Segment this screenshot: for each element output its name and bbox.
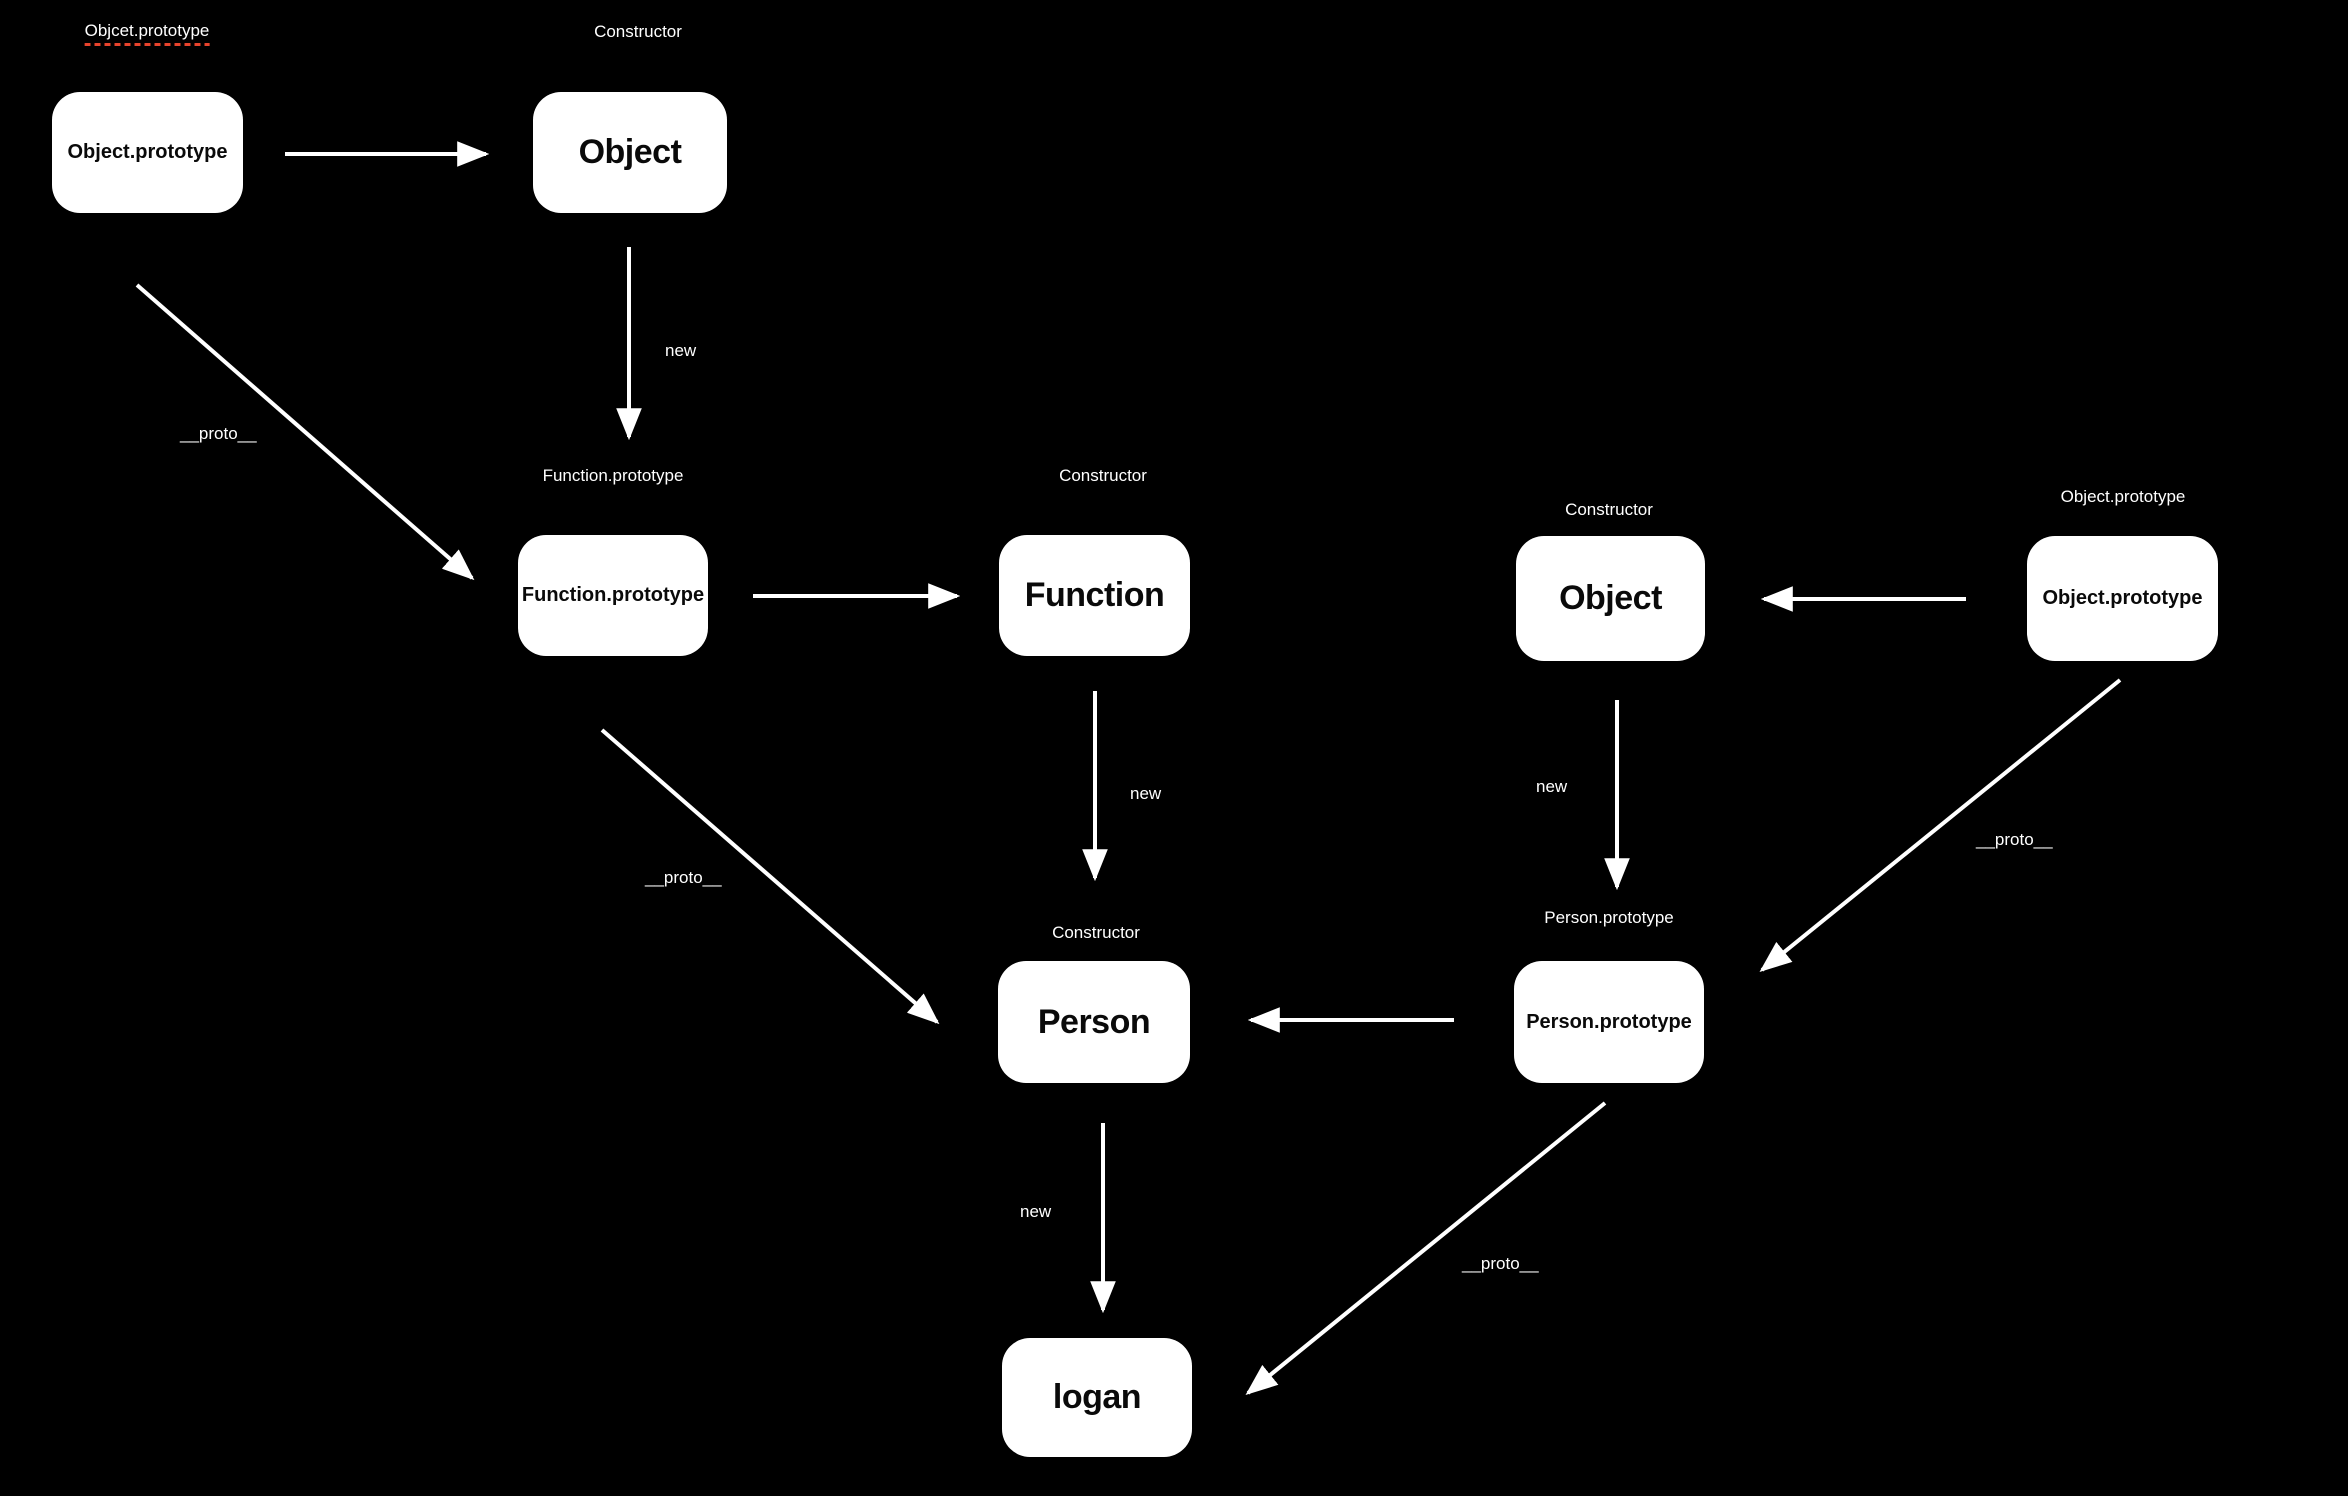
edge-object-new-functionprototype-label[interactable]: new [665, 341, 697, 360]
node-title: Object [1559, 579, 1662, 617]
caption-person-prototype[interactable]: Person.prototype [1544, 908, 1674, 927]
node-title: Function [1024, 576, 1165, 614]
caption-person-constructor[interactable]: Constructor [1052, 923, 1140, 942]
edge-objectprototype-proto-functionprototype[interactable] [135, 283, 475, 581]
node-object-constructor-right[interactable]: Object [1516, 536, 1705, 661]
node-title: Person.prototype [1526, 1010, 1692, 1033]
edge-function-new-person-label[interactable]: new [1130, 784, 1162, 803]
node-title: Object.prototype [67, 141, 228, 163]
node-object-constructor-top[interactable]: Object [533, 92, 727, 213]
caption-object-prototype-top-left[interactable]: Objcet.prototype [84, 21, 210, 46]
edge-person-new-logan-label[interactable]: new [1020, 1202, 1052, 1221]
node-title: Function.prototype [521, 584, 705, 606]
caption-object-constructor-top[interactable]: Constructor [594, 22, 682, 41]
node-object-prototype-top-left[interactable]: Object.prototype [52, 92, 243, 213]
edge-object-new-personprototype-label[interactable]: new [1536, 777, 1568, 796]
node-title: Object.prototype [2042, 587, 2203, 609]
node-title: Person [1037, 1002, 1151, 1041]
caption-object-prototype-far-right[interactable]: Object.prototype [2060, 487, 2186, 506]
node-person-constructor[interactable]: Person [998, 961, 1190, 1083]
edge-personprototype-proto-logan[interactable] [1245, 1101, 1607, 1396]
caption-object-constructor-right[interactable]: Constructor [1565, 500, 1653, 519]
node-function-prototype[interactable]: Function.prototype [518, 535, 708, 656]
edge-functionprototype-proto-person[interactable] [600, 728, 940, 1025]
node-title: Object [578, 133, 682, 171]
node-function-constructor[interactable]: Function [999, 535, 1190, 656]
node-logan-instance[interactable]: logan [1002, 1338, 1192, 1457]
caption-function-prototype[interactable]: Function.prototype [542, 466, 684, 485]
edge-objectprototype-proto-personprototype[interactable] [1759, 678, 2122, 973]
edge-objectprototype-proto-personprototype-label[interactable]: __proto__ [1976, 830, 2053, 849]
edge-objectprototype-proto-functionprototype-label[interactable]: __proto__ [180, 424, 257, 443]
caption-function-constructor[interactable]: Constructor [1059, 466, 1147, 485]
edge-personprototype-proto-logan-label[interactable]: __proto__ [1462, 1254, 1539, 1273]
node-title: logan [1052, 1378, 1142, 1416]
node-person-prototype[interactable]: Person.prototype [1514, 961, 1704, 1083]
edge-functionprototype-proto-person-label[interactable]: __proto__ [645, 868, 722, 887]
node-object-prototype-far-right[interactable]: Object.prototype [2027, 536, 2218, 661]
